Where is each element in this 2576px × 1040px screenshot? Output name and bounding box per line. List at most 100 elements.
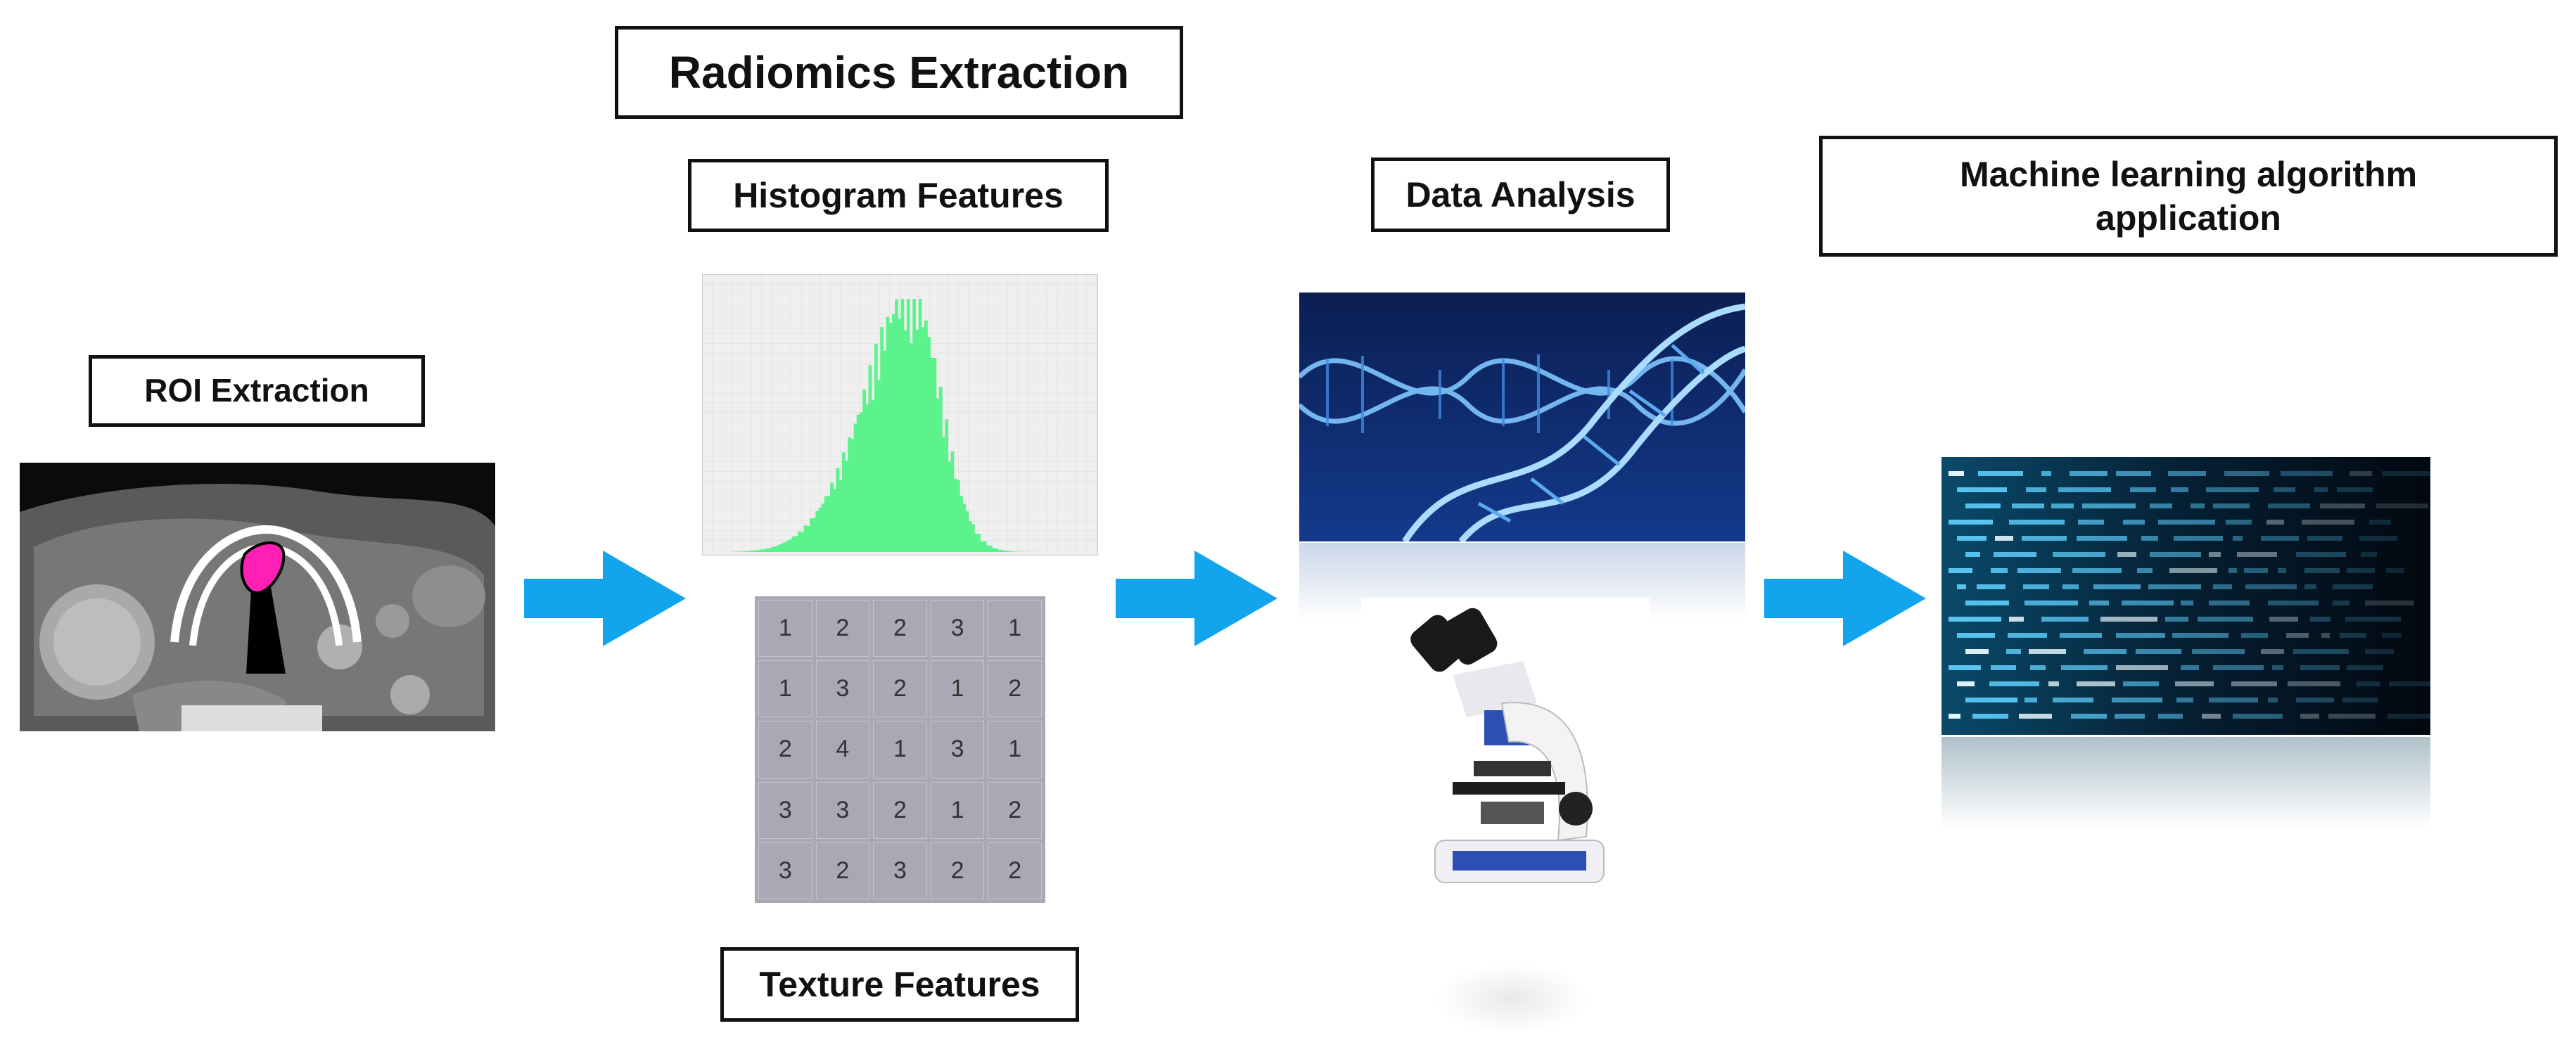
histogram-features-label: Histogram Features — [688, 159, 1109, 232]
code-line-segment — [2365, 649, 2394, 654]
code-line-segment — [2268, 698, 2278, 702]
histogram-bar — [962, 503, 967, 552]
histogram-bar — [841, 452, 846, 552]
histogram-bar — [959, 496, 963, 552]
code-line-segment — [2237, 552, 2277, 557]
histogram-bar — [874, 343, 878, 552]
histogram-bar — [739, 551, 743, 552]
histogram-bar — [1009, 551, 1014, 552]
matrix-cell: 1 — [758, 600, 812, 657]
code-line-segment — [2030, 665, 2046, 670]
code-line-segment — [2268, 503, 2310, 508]
code-line-segment — [2137, 568, 2153, 573]
code-line-segment — [2320, 503, 2365, 508]
histogram-bar — [845, 461, 848, 552]
histogram-bar — [938, 386, 943, 552]
code-line-segment — [2224, 471, 2269, 476]
code-line-segment — [1991, 568, 2008, 573]
code-line-segment — [2122, 601, 2174, 605]
histogram-bar — [900, 299, 905, 552]
code-line-segment — [1957, 487, 2007, 492]
code-line-segment — [2191, 503, 2205, 508]
matrix-cell: 2 — [873, 660, 927, 718]
code-line-segment — [2150, 503, 2172, 508]
histogram-bar — [748, 551, 751, 552]
matrix-cell: 1 — [930, 660, 985, 718]
code-line-segment — [2181, 601, 2193, 605]
code-line-segment — [2307, 536, 2342, 541]
code-line-segment — [2116, 471, 2151, 476]
code-line-segment — [2072, 568, 2122, 573]
code-line-segment — [2266, 520, 2284, 525]
code-line-segment — [1949, 617, 2001, 622]
code-line-segment — [2233, 714, 2283, 719]
code-line-segment — [2387, 714, 2430, 719]
code-screen-reflection — [1941, 737, 2430, 828]
code-line-segment — [2300, 714, 2319, 719]
code-line-segment — [2382, 471, 2430, 476]
code-line-segment — [2029, 649, 2066, 654]
histogram-bar — [809, 518, 813, 552]
code-line-segment — [2123, 520, 2145, 525]
histogram-bar — [741, 551, 746, 552]
code-line-segment — [2321, 633, 2330, 638]
code-line-segment — [2012, 503, 2044, 508]
code-line-segment — [1949, 665, 1981, 670]
histogram-bar — [995, 548, 999, 552]
code-line-segment — [2006, 649, 2021, 654]
histogram-bar — [774, 546, 778, 552]
histogram-bar — [918, 299, 922, 552]
histogram-bar — [830, 482, 834, 552]
histogram-bar — [992, 548, 995, 552]
code-line-segment — [2077, 681, 2115, 686]
code-line-segment — [2082, 503, 2136, 508]
histogram-bar — [980, 541, 984, 552]
code-line-segment — [2209, 698, 2258, 702]
code-line-segment — [2357, 681, 2380, 686]
histogram-bar — [765, 548, 769, 552]
code-line-segment — [2333, 601, 2349, 605]
histogram-bar — [860, 412, 863, 552]
arrow-right-icon — [1116, 551, 1277, 646]
histogram-bar — [783, 542, 787, 552]
code-line-segment — [2278, 568, 2286, 573]
histogram-bar — [789, 539, 793, 552]
histogram-bar — [968, 521, 972, 552]
histogram-bar — [791, 536, 796, 552]
code-line-segment — [2296, 552, 2346, 557]
histogram-bar — [953, 478, 957, 552]
code-line-segment — [2272, 665, 2283, 670]
histogram-bar — [751, 551, 755, 552]
code-line-segment — [2023, 584, 2049, 589]
code-line-segment — [2328, 714, 2376, 719]
matrix-cell: 2 — [873, 781, 927, 839]
code-line-segment — [1949, 714, 1960, 719]
code-line-segment — [2051, 503, 2074, 508]
code-line-segment — [2209, 601, 2250, 605]
code-screen-image — [1941, 457, 2430, 735]
matrix-cell: 2 — [815, 842, 870, 899]
code-line-segment — [2071, 714, 2107, 719]
histogram-bar — [912, 299, 917, 552]
texture-features-label: Texture Features — [720, 947, 1079, 1022]
histogram-bar — [865, 404, 869, 552]
histogram-bar — [850, 439, 855, 552]
matrix-cell: 2 — [873, 600, 927, 657]
code-line-segment — [1965, 601, 2009, 605]
histogram-bar — [915, 329, 919, 552]
code-line-segment — [2169, 568, 2217, 573]
code-line-segment — [2304, 568, 2340, 573]
code-line-segment — [2342, 698, 2378, 702]
code-line-segment — [2115, 714, 2145, 719]
code-line-segment — [2116, 665, 2168, 670]
code-line-segment — [1995, 536, 2013, 541]
code-line-segment — [2060, 633, 2102, 638]
code-line-segment — [2296, 698, 2334, 702]
code-line-segment — [2116, 633, 2165, 638]
code-line-segment — [1978, 471, 2023, 476]
matrix-cell: 4 — [815, 721, 870, 778]
histogram-bar — [977, 534, 981, 552]
histogram-bar — [933, 358, 937, 552]
histogram-bar — [786, 540, 790, 552]
